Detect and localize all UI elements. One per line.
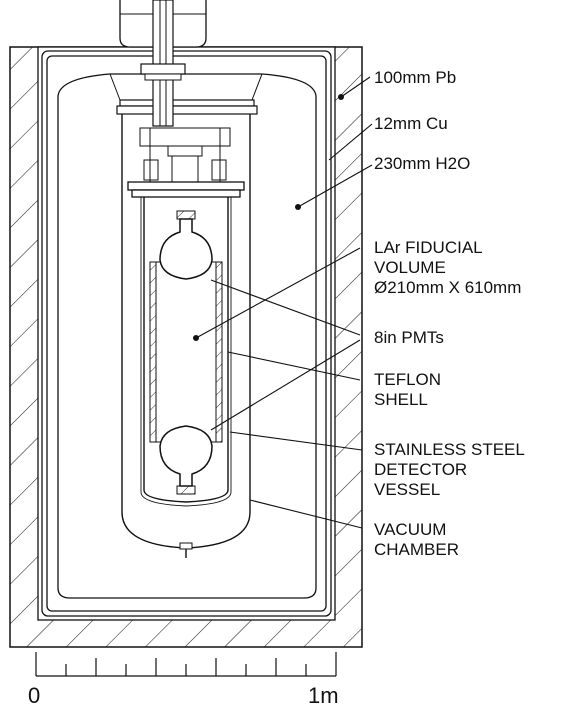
vacuum-chamber <box>121 114 251 558</box>
copper-layer <box>41 50 332 617</box>
scale-bar <box>35 652 337 677</box>
label-pmts: 8in PMTs <box>374 328 444 347</box>
label-lead: 100mm Pb <box>374 68 457 87</box>
water-tank <box>57 73 317 599</box>
label-teflon: TEFLON SHELL <box>374 370 442 409</box>
scale-start-label: 0 <box>28 683 41 708</box>
label-copper: 12mm Cu <box>374 114 448 133</box>
leader-lines <box>195 76 373 529</box>
label-fiducial: LAr FIDUCIAL VOLUME Ø210mm X 610mm <box>374 238 522 297</box>
label-vessel: STAINLESS STEEL DETECTOR VESSEL <box>374 440 525 499</box>
scale-ticks <box>35 652 337 676</box>
scale-end-label: 1m <box>308 683 339 708</box>
label-vacuum: VACUUM CHAMBER <box>374 520 460 559</box>
pmt-top <box>159 210 213 280</box>
label-water: 230mm H2O <box>374 154 471 173</box>
pmt-bottom <box>159 425 213 495</box>
vessel-flange <box>127 181 245 198</box>
stainless-steel-vessel <box>140 197 232 507</box>
top-feedthrough <box>119 0 207 127</box>
